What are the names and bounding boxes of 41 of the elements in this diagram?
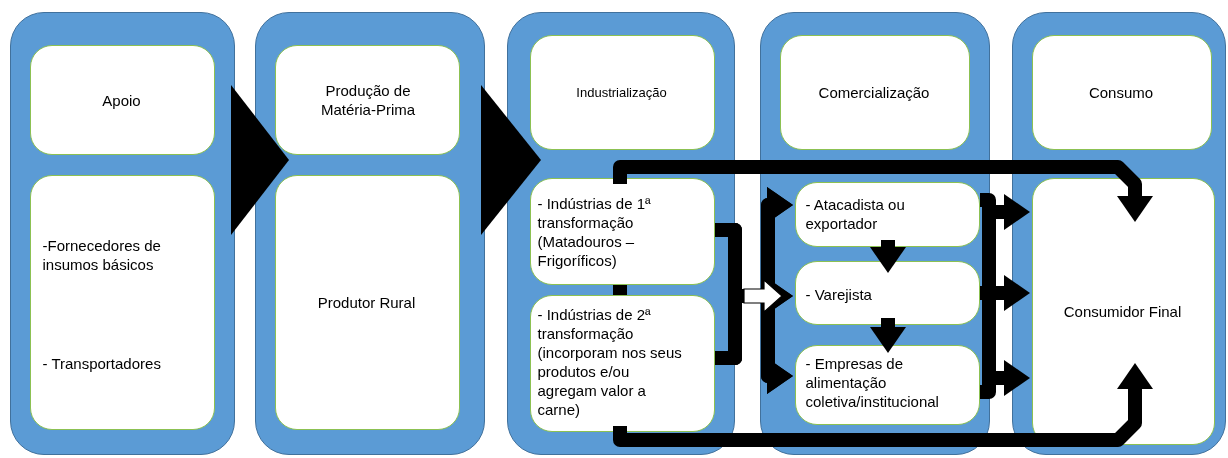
text-box	[274, 44, 460, 155]
text-box	[529, 34, 715, 150]
text-box	[794, 260, 980, 325]
text-box	[29, 44, 215, 155]
box-text: -Fornecedores de insumos básicos	[42, 235, 162, 274]
text-box	[529, 177, 715, 285]
arrow	[870, 240, 906, 273]
box-text: - Indústrias de 1ª transformação (Matadouros – Frigoríficos)	[537, 193, 652, 270]
arrow	[980, 193, 1030, 230]
box-text: - Varejista	[805, 284, 873, 304]
column-panel	[255, 12, 485, 455]
column-panel	[10, 12, 235, 455]
arrow	[870, 318, 906, 353]
box-text: Consumo	[1087, 82, 1155, 102]
junction-arrow	[743, 278, 783, 314]
text-box	[1031, 34, 1212, 150]
text-box	[794, 181, 980, 247]
box-text: - Empresas de alimentação coletiva/institucional	[805, 353, 940, 411]
text-box	[794, 344, 980, 425]
connector	[613, 285, 627, 295]
box-text: Comercialização	[817, 82, 931, 102]
column-panel	[1012, 12, 1226, 455]
text-box	[1031, 177, 1215, 445]
arrow	[613, 363, 1153, 447]
box-text: - Indústrias de 2ª transformação (incorporam nos seus produtos e/ou agregam valor a carne)	[537, 304, 683, 419]
box-text: Industrialização	[575, 83, 668, 102]
text-box	[779, 34, 970, 150]
arrow	[980, 360, 1030, 399]
chevron-arrow	[481, 85, 541, 235]
arrow	[613, 160, 1153, 222]
box-text: Produção de Matéria-Prima	[319, 80, 417, 119]
text-box	[29, 174, 215, 430]
text-box	[274, 174, 460, 430]
box-text: - Transportadores	[42, 353, 162, 373]
column-panel	[507, 12, 735, 455]
box-text: - Atacadista ou exportador	[805, 194, 906, 233]
text-box	[529, 294, 715, 432]
chevron-arrow	[231, 85, 289, 235]
box-text: Consumidor Final	[1062, 301, 1183, 321]
box-text: Produtor Rural	[316, 292, 417, 312]
box-text: Apoio	[101, 90, 142, 109]
